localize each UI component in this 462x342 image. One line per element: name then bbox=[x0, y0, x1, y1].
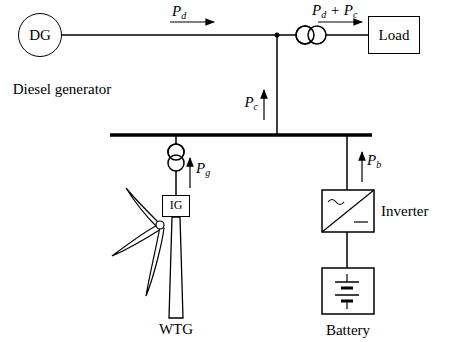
text-part: WTG bbox=[159, 321, 193, 337]
turbine-tower bbox=[169, 217, 183, 318]
battery-symbol bbox=[335, 294, 359, 296]
battery-symbol bbox=[341, 287, 353, 290]
turbine-blade bbox=[112, 224, 161, 256]
battery-box bbox=[322, 268, 374, 314]
battery-symbol bbox=[346, 274, 347, 282]
text-part: Battery bbox=[326, 322, 370, 338]
battery-symbol bbox=[346, 301, 347, 309]
text-part: P bbox=[367, 152, 376, 168]
subscript-text: b bbox=[376, 159, 381, 170]
power-label: Pg bbox=[196, 160, 210, 178]
turbine-hub bbox=[156, 221, 164, 229]
power-label: Pd + Pc bbox=[312, 2, 357, 20]
text-part: Diesel generator bbox=[13, 81, 112, 97]
node-text: Load bbox=[379, 27, 410, 44]
text-part: Load bbox=[379, 27, 410, 43]
wire bbox=[175, 171, 177, 195]
text-part: P bbox=[312, 2, 321, 18]
subscript-text: c bbox=[353, 9, 357, 20]
wire bbox=[346, 232, 348, 268]
node-text: DG bbox=[29, 27, 51, 44]
wire bbox=[276, 35, 278, 135]
inverter-symbol bbox=[322, 190, 374, 232]
generator-circle: DG bbox=[18, 13, 62, 57]
power-label: Pb bbox=[367, 152, 381, 170]
subscript-text: d bbox=[321, 9, 326, 20]
power-arrow bbox=[318, 21, 362, 22]
power-label: Pc bbox=[244, 94, 258, 112]
subscript-text: c bbox=[254, 101, 258, 112]
power-label: Pd bbox=[172, 3, 186, 21]
ac-symbol bbox=[328, 200, 344, 205]
power-arrow bbox=[361, 152, 362, 182]
text-part: IG bbox=[170, 198, 183, 212]
wire bbox=[346, 135, 348, 190]
inverter-symbol bbox=[322, 190, 374, 232]
wire bbox=[175, 135, 177, 144]
text-part: P bbox=[196, 160, 205, 176]
transformer-symbol bbox=[296, 26, 314, 44]
node-text: IG bbox=[170, 199, 183, 212]
component-label: Diesel generator bbox=[13, 81, 112, 98]
junction-dot bbox=[275, 33, 280, 38]
subscript-text: g bbox=[205, 167, 210, 178]
transformer-symbol bbox=[168, 144, 184, 160]
text-part: P bbox=[244, 94, 253, 110]
turbine-blade bbox=[146, 226, 164, 296]
component-label: Battery bbox=[326, 322, 370, 339]
generator-box: IG bbox=[162, 195, 190, 217]
dc-symbol bbox=[354, 221, 368, 222]
power-arrow bbox=[189, 158, 190, 188]
text-part: DG bbox=[29, 27, 51, 43]
text-part: P bbox=[172, 3, 181, 19]
component-label: WTG bbox=[159, 321, 193, 338]
power-arrow bbox=[170, 21, 214, 22]
text-part: + P bbox=[326, 2, 353, 18]
subscript-text: d bbox=[181, 10, 186, 21]
battery-symbol bbox=[335, 281, 359, 283]
bus-bar bbox=[110, 133, 372, 137]
turbine-blade bbox=[126, 188, 158, 226]
component-label: Inverter bbox=[381, 203, 428, 220]
text-part: Inverter bbox=[381, 203, 428, 219]
load-box: Load bbox=[368, 16, 420, 54]
power-arrow bbox=[263, 90, 264, 120]
